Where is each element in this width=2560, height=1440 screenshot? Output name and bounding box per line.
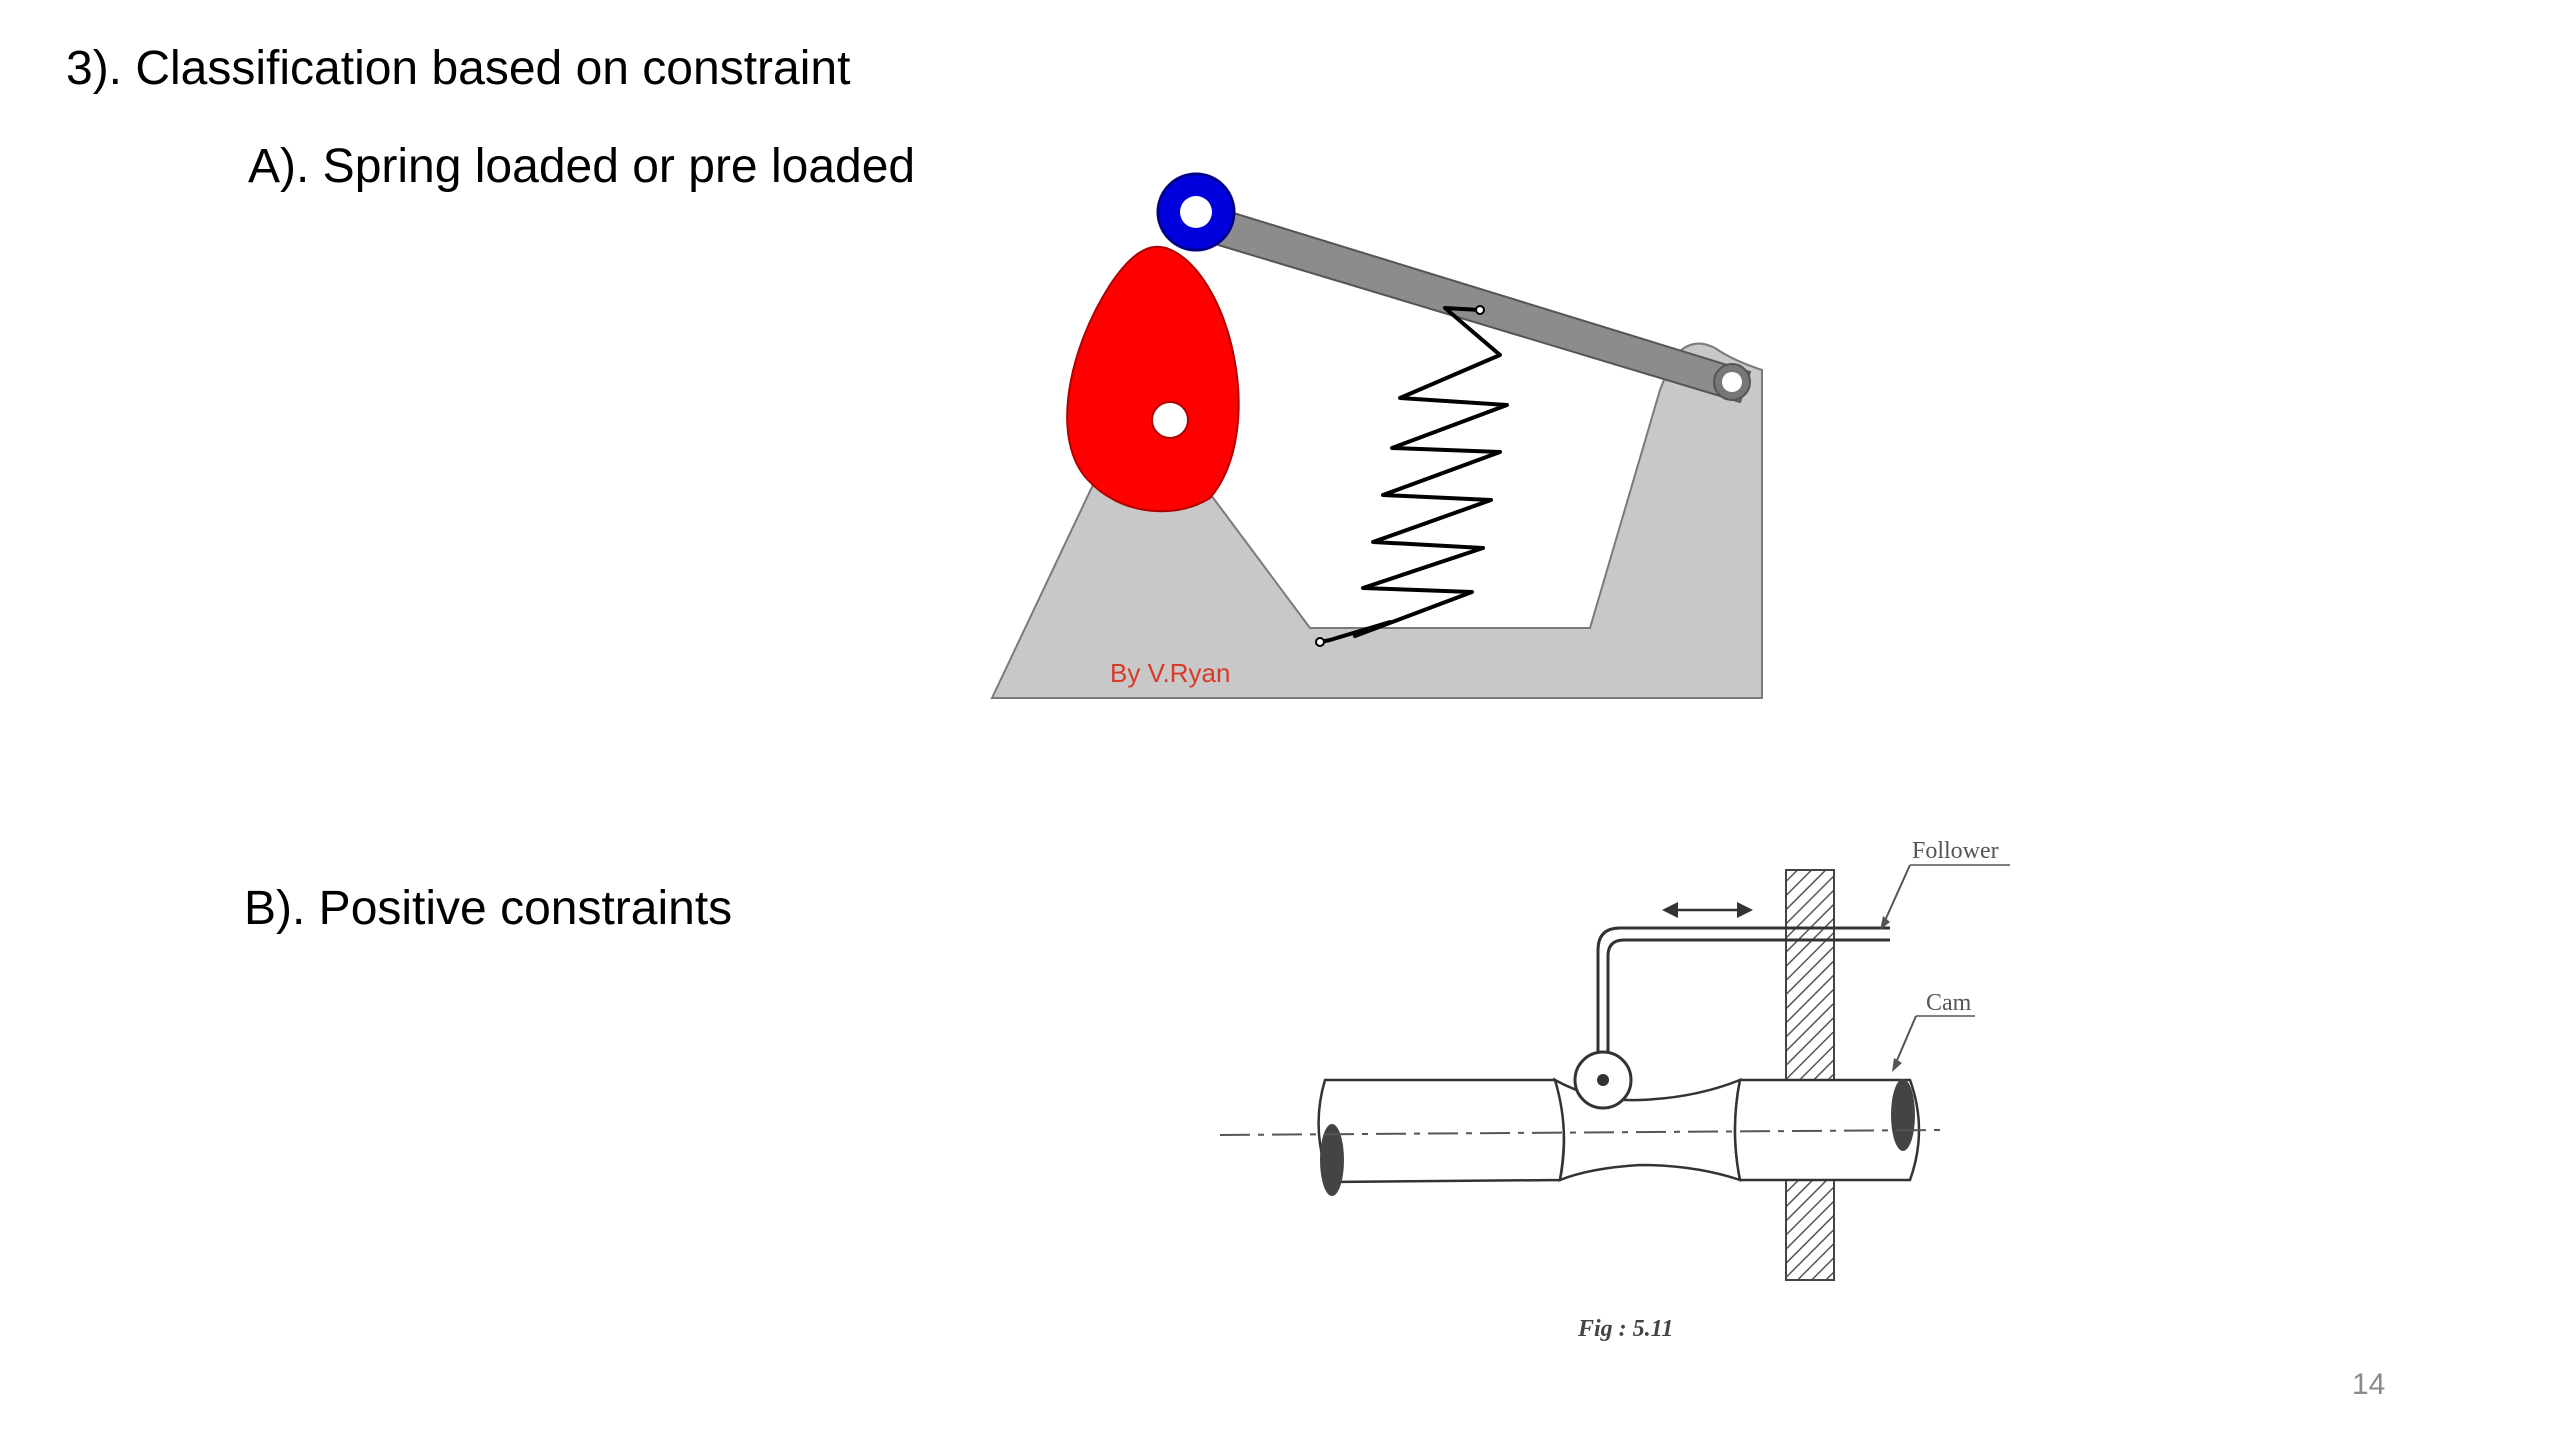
cam-pivot [1151,401,1189,439]
shaft-left [1317,1078,1566,1184]
motion-arrow-left-head [1662,902,1678,918]
figure-credit: By V.Ryan [1110,658,1230,688]
shaft-right-end [1891,1079,1915,1151]
label-follower-leader [1882,864,1911,926]
coil-spring [1319,306,1509,644]
page-number: 14 [2352,1368,2386,1401]
shaft-right [1733,1078,1921,1182]
label-cam-arrowhead [1892,1058,1902,1072]
item-a-title: A). Spring loaded or pre loaded [248,140,916,193]
label-cam: Cam [1926,990,1972,1016]
follower-roller-pin [1597,1074,1609,1086]
spring-loaded-cam-figure: By V.Ryan [990,172,1763,699]
label-follower: Follower [1912,838,1999,864]
follower-rod [1596,926,1890,1065]
centre-line [1219,1129,1941,1136]
follower-rod-inner [1606,938,1890,1065]
spring-end-top [1475,305,1485,315]
label-cam-leader [1894,1015,1917,1066]
figure-caption: Fig : 5.11 [1577,1316,1673,1342]
label-follower-arrowhead [1880,916,1890,930]
roller-hole [1180,196,1212,228]
spring-end-bottom [1315,637,1325,647]
slide-heading: 3). Classification based on constraint [66,42,851,95]
follower-guide [1785,869,1835,1281]
lever-pivot-hole [1722,372,1742,392]
positive-constraint-cam-figure: Follower Cam Fig : 5.11 [1219,838,2010,1342]
item-b-title: B). Positive constraints [244,882,733,935]
shaft-left-end [1320,1124,1344,1196]
motion-arrow-right-head [1737,902,1753,918]
cam-shape [1066,245,1240,513]
